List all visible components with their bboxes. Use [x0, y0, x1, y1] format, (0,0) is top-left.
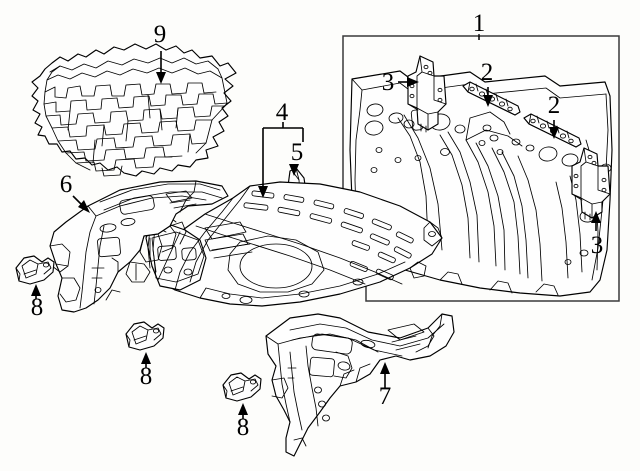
callout-label-9: 9: [154, 21, 167, 48]
part-mounting-bracket-left: [15, 255, 55, 285]
leader-callout-9: [156, 51, 166, 84]
leader-callout-3-right: [591, 211, 601, 231]
part-left-corner-bracket: [407, 55, 447, 133]
part-mounting-bracket-right: [222, 372, 262, 402]
leader-callout-2-lower: [549, 120, 559, 139]
callout-label-7: 7: [379, 383, 392, 410]
leader-callout-4: [258, 122, 304, 198]
callout-label-8-right: 8: [237, 414, 250, 441]
callout-label-5: 5: [291, 139, 304, 166]
leader-callout-8-right: [238, 403, 248, 419]
callout-label-4: 4: [276, 99, 289, 126]
part-package-tray-panel: [145, 181, 443, 307]
callout-label-8-left: 8: [31, 294, 44, 321]
callout-label-3-left: 3: [382, 69, 395, 96]
part-left-rear-wheelhouse-inner-panel: [49, 180, 229, 313]
leader-callout-7: [380, 362, 390, 388]
leader-callout-5: [289, 164, 299, 176]
part-mounting-bracket-center: [125, 321, 165, 351]
leader-callout-8-center: [141, 352, 151, 368]
callout-label-2-lower: 2: [548, 92, 561, 119]
callout-label-3-right: 3: [591, 232, 604, 259]
leader-callout-8-left: [31, 284, 41, 299]
callout-label-8-center: 8: [140, 363, 153, 390]
callout-label-1: 1: [473, 10, 486, 37]
leader-callout-2-upper: [483, 87, 493, 107]
callout-label-6: 6: [60, 171, 73, 198]
part-trunk-floor-silencer-insulator: [31, 43, 237, 177]
callout-label-2-upper: 2: [481, 59, 494, 86]
leader-callout-6: [72, 195, 90, 213]
leader-callout-3-left: [398, 77, 419, 87]
part-right-rear-wheelhouse-inner-panel: [265, 313, 455, 457]
